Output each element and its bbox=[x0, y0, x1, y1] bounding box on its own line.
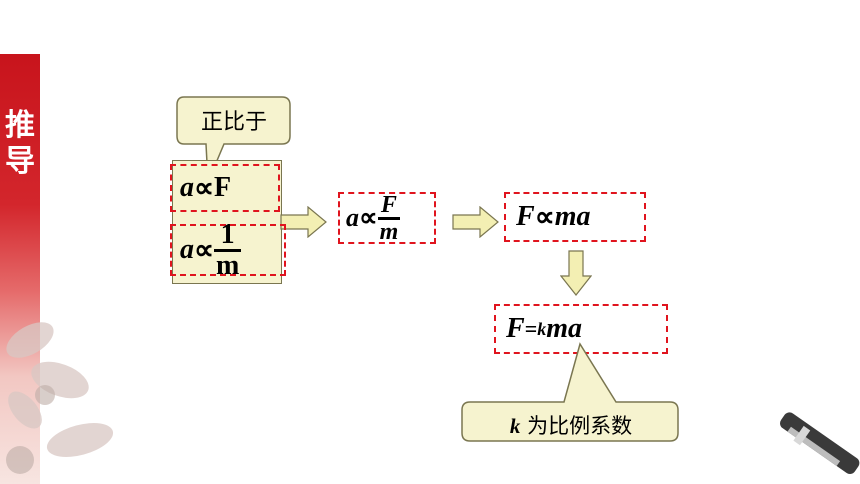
fraction-denominator: m bbox=[214, 248, 242, 281]
formula-symbol-k: k bbox=[537, 318, 547, 339]
formula-a-prop-inverse-m: a ∝ 1 m bbox=[170, 220, 286, 279]
formula-symbol-F: F bbox=[516, 201, 535, 232]
arrow-right-icon bbox=[452, 206, 499, 238]
coefficient-label: 为比例系数 bbox=[520, 414, 633, 438]
fraction-numerator: 1 bbox=[220, 218, 235, 250]
formula-symbol-F: F bbox=[506, 313, 525, 344]
formula-a-prop-F: a ∝ F bbox=[170, 164, 280, 212]
left-formula-block bbox=[172, 160, 282, 284]
formula-symbol-a: a bbox=[346, 203, 359, 232]
formula-prop-symbol: ∝ bbox=[194, 235, 215, 266]
formula-prop-symbol: ∝ bbox=[359, 203, 378, 232]
coefficient-symbol-k: k bbox=[509, 414, 521, 438]
callout-coefficient-text: k 为比例系数 bbox=[466, 410, 676, 440]
formula-a-prop-F-over-m: a ∝ F m bbox=[338, 192, 436, 244]
formula-symbol-a: a bbox=[180, 172, 194, 203]
arrow-right-icon bbox=[280, 206, 327, 238]
sidebar-title: 推导 bbox=[5, 108, 35, 179]
pen-decoration-icon bbox=[780, 412, 860, 475]
flower-decoration-image bbox=[6, 322, 114, 474]
fraction-one-over-m: 1 m bbox=[214, 218, 242, 281]
formula-symbol-a: a bbox=[180, 234, 194, 265]
formula-symbol-ma: ma bbox=[554, 201, 591, 232]
formula-symbol-ma: ma bbox=[546, 313, 583, 344]
formula-prop-symbol: ∝ bbox=[194, 173, 215, 204]
fraction-F-over-m: F m bbox=[377, 191, 401, 245]
fraction-numerator: F bbox=[380, 191, 397, 218]
formula-symbol-F: F bbox=[214, 172, 232, 203]
formula-equals-symbol: = bbox=[524, 316, 538, 341]
callout-coefficient-shape bbox=[461, 342, 679, 442]
fraction-denominator: m bbox=[377, 216, 401, 245]
formula-prop-symbol: ∝ bbox=[534, 202, 555, 233]
formula-F-prop-ma: F ∝ ma bbox=[504, 192, 646, 242]
callout-proportional-text: 正比于 bbox=[200, 110, 267, 135]
arrow-down-icon bbox=[560, 250, 592, 296]
